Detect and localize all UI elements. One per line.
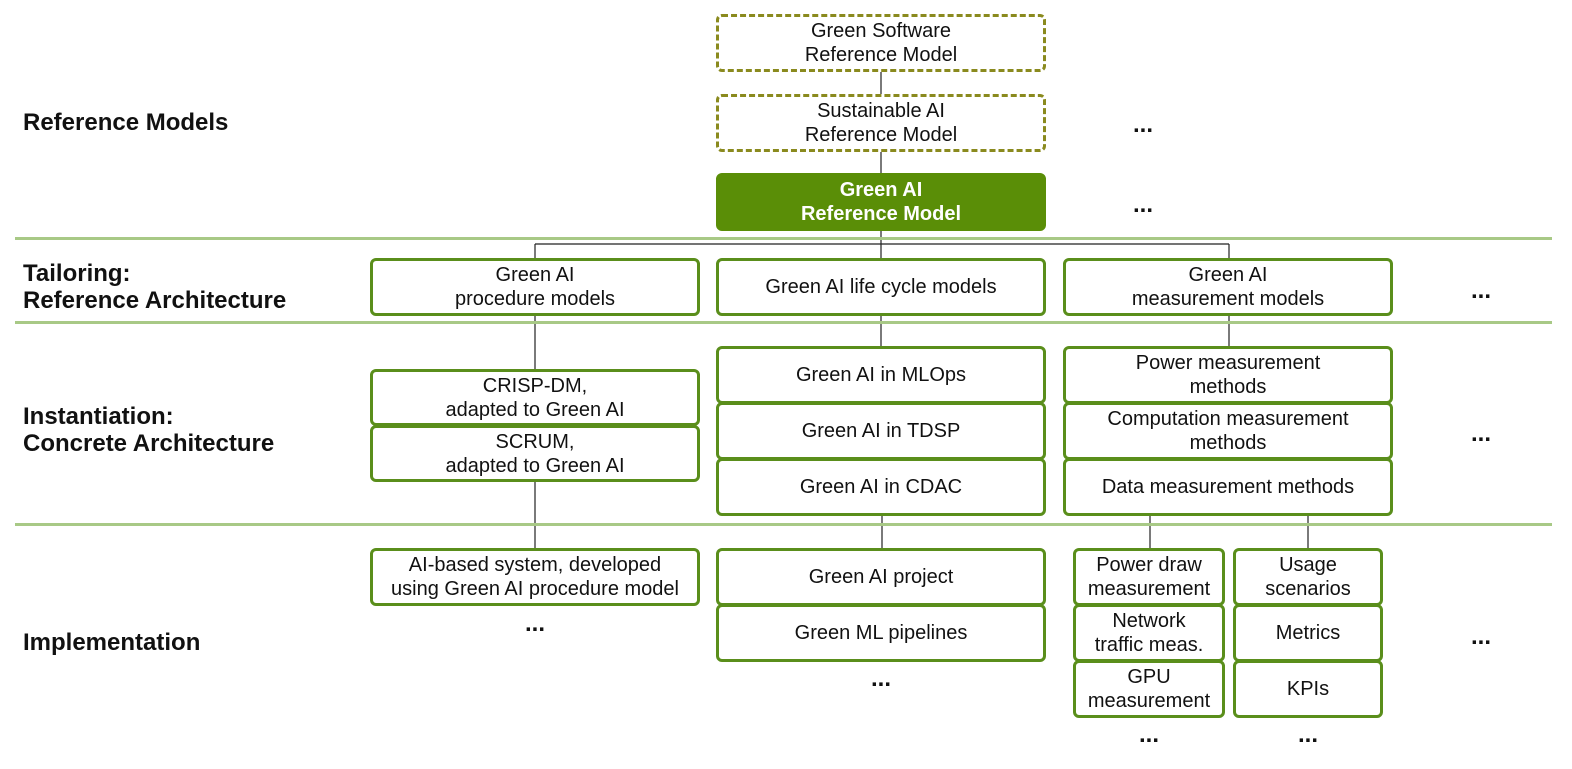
- ai-based-system-box: AI-based system, developed using Green A…: [370, 548, 700, 606]
- green-ai-reference-model: Green AI Reference Model: [716, 173, 1046, 231]
- mlops-box: Green AI in MLOps: [716, 346, 1046, 404]
- life-cycle-models-box: Green AI life cycle models: [716, 258, 1046, 316]
- green-software-reference-model: Green Software Reference Model: [716, 14, 1046, 72]
- usage-scenarios-box: Usage scenarios: [1233, 548, 1383, 606]
- cdac-box: Green AI in CDAC: [716, 458, 1046, 516]
- ellipsis: ...: [1470, 277, 1491, 304]
- layer-label-reference-models: Reference Models: [23, 109, 229, 136]
- ellipsis: ...: [524, 610, 545, 637]
- procedure-models-box: Green AI procedure models: [370, 258, 700, 316]
- data-measurement-methods-box: Data measurement methods: [1063, 458, 1393, 516]
- crisp-dm-box: CRISP-DM, adapted to Green AI: [370, 369, 700, 426]
- network-traffic-box: Network traffic meas.: [1073, 604, 1225, 662]
- measurement-models-box: Green AI measurement models: [1063, 258, 1393, 316]
- green-ml-pipelines-box: Green ML pipelines: [716, 604, 1046, 662]
- layer-label-instantiation: Instantiation: Concrete Architecture: [23, 403, 275, 457]
- ellipsis: ...: [1297, 721, 1318, 748]
- power-draw-measurement-box: Power draw measurement: [1073, 548, 1225, 606]
- ellipsis: ...: [1470, 623, 1491, 650]
- ellipsis: ...: [1132, 111, 1153, 138]
- sustainable-ai-reference-model: Sustainable AI Reference Model: [716, 94, 1046, 152]
- power-measurement-methods-box: Power measurement methods: [1063, 346, 1393, 404]
- ellipsis: ...: [1470, 420, 1491, 447]
- kpis-box: KPIs: [1233, 660, 1383, 718]
- layer-label-tailoring: Tailoring: Reference Architecture: [23, 260, 287, 314]
- ellipsis: ...: [1138, 721, 1159, 748]
- computation-measurement-methods-box: Computation measurement methods: [1063, 402, 1393, 460]
- layer-separator: [15, 237, 1552, 240]
- layer-separator: [15, 523, 1552, 526]
- scrum-box: SCRUM, adapted to Green AI: [370, 425, 700, 482]
- metrics-box: Metrics: [1233, 604, 1383, 662]
- ellipsis: ...: [1132, 191, 1153, 218]
- gpu-measurement-box: GPU measurement: [1073, 660, 1225, 718]
- green-ai-project-box: Green AI project: [716, 548, 1046, 606]
- layer-separator: [15, 321, 1552, 324]
- layer-label-implementation: Implementation: [23, 629, 201, 656]
- ellipsis: ...: [870, 665, 891, 692]
- tdsp-box: Green AI in TDSP: [716, 402, 1046, 460]
